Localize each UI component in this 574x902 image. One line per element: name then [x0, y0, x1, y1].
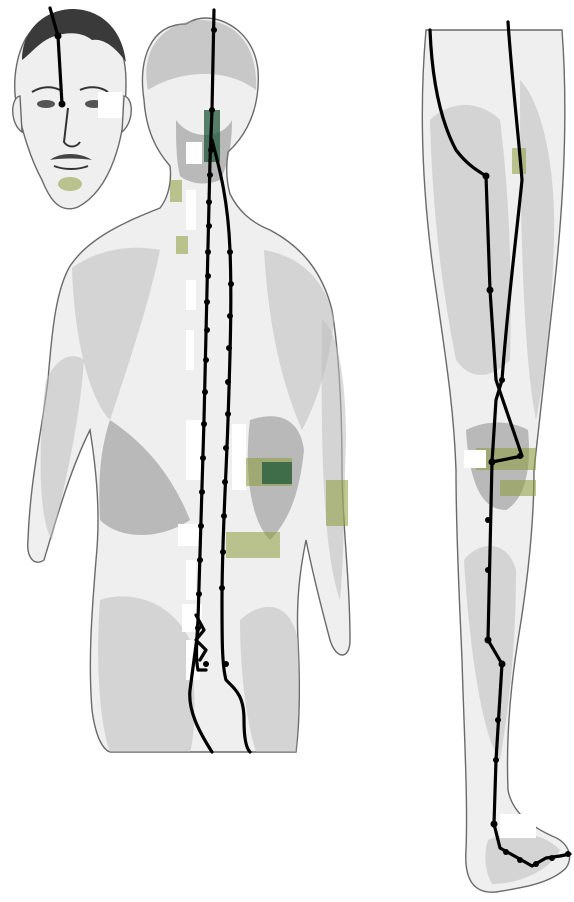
face-acupoint	[55, 33, 62, 40]
leg-acupoint	[503, 849, 509, 855]
back-acupoint	[225, 379, 231, 385]
back-acupoint	[200, 455, 206, 461]
back-acupoint	[208, 147, 214, 153]
back-upper-tint	[170, 180, 182, 202]
face-panel	[13, 8, 132, 209]
leg-acupoint	[517, 857, 523, 863]
back-acupoint	[223, 445, 229, 451]
back-acupoint	[196, 591, 202, 597]
leg-acupoint	[485, 637, 492, 644]
back-right-arm-tint	[326, 480, 348, 526]
back-acupoint	[223, 661, 229, 667]
back-acupoint	[199, 489, 205, 495]
face-left-ear	[13, 96, 22, 132]
back-label-mark	[186, 560, 196, 600]
leg-panel	[422, 22, 571, 892]
back-lower-tint	[226, 532, 280, 558]
leg-acupoint	[549, 855, 555, 861]
leg-acupoint	[487, 287, 494, 294]
back-label-mark	[186, 142, 202, 164]
back-acupoint	[202, 389, 208, 395]
leg-acupoint	[499, 377, 505, 383]
back-acupoint	[222, 479, 228, 485]
leg-label-mark	[464, 450, 486, 468]
back-acupoint	[211, 27, 217, 33]
back-label-mark	[178, 524, 200, 546]
leg-knee-tint-2	[500, 480, 536, 496]
leg-acupoint	[489, 459, 496, 466]
leg-acupoint	[485, 517, 491, 523]
back-acupoint	[204, 327, 210, 333]
back-acupoint	[203, 357, 209, 363]
leg-acupoint	[533, 861, 539, 867]
back-acupoint	[220, 549, 226, 555]
leg-acupoint	[483, 173, 490, 180]
back-acupoint	[206, 223, 212, 229]
back-acupoint	[209, 107, 215, 113]
leg-label-mark	[500, 814, 536, 838]
leg-acupoint	[495, 717, 501, 723]
back-label-mark	[186, 280, 196, 310]
back-acupoint	[228, 281, 234, 287]
back-acupoint	[207, 172, 213, 178]
back-label-mark	[186, 330, 194, 370]
back-acupoint	[227, 313, 233, 319]
face-label-mark	[98, 92, 122, 118]
face-right-ear	[122, 96, 131, 132]
leg-acupoint	[499, 661, 506, 668]
back-acupoint	[221, 513, 227, 519]
face-acupoint	[59, 101, 66, 108]
back-acupoint	[195, 625, 201, 631]
back-acupoint	[205, 249, 211, 255]
back-acupoint	[227, 249, 233, 255]
back-acupoint	[225, 411, 231, 417]
leg-acupoint	[493, 757, 499, 763]
face-chin-tint	[58, 177, 82, 191]
back-upper-tint-2	[176, 236, 188, 254]
back-acupoint	[205, 273, 211, 279]
back-label-mark	[186, 190, 196, 230]
leg-acupoint	[517, 453, 523, 459]
leg-acupoint	[565, 851, 571, 857]
back-acupoint	[203, 661, 209, 667]
back-acupoint	[226, 345, 232, 351]
leg-acupoint	[485, 567, 491, 573]
back-acupoint	[204, 299, 210, 305]
back-acupoint	[198, 523, 204, 529]
back-acupoint	[206, 199, 212, 205]
back-acupoint	[201, 421, 207, 427]
face-left-eye	[37, 100, 55, 108]
back-acupoint	[219, 585, 225, 591]
back-waist-tint-dark	[262, 462, 292, 484]
back-label-mark	[186, 420, 202, 480]
leg-acupoint	[491, 821, 498, 828]
back-acupoint	[197, 557, 203, 563]
back-label-mark	[232, 424, 246, 490]
